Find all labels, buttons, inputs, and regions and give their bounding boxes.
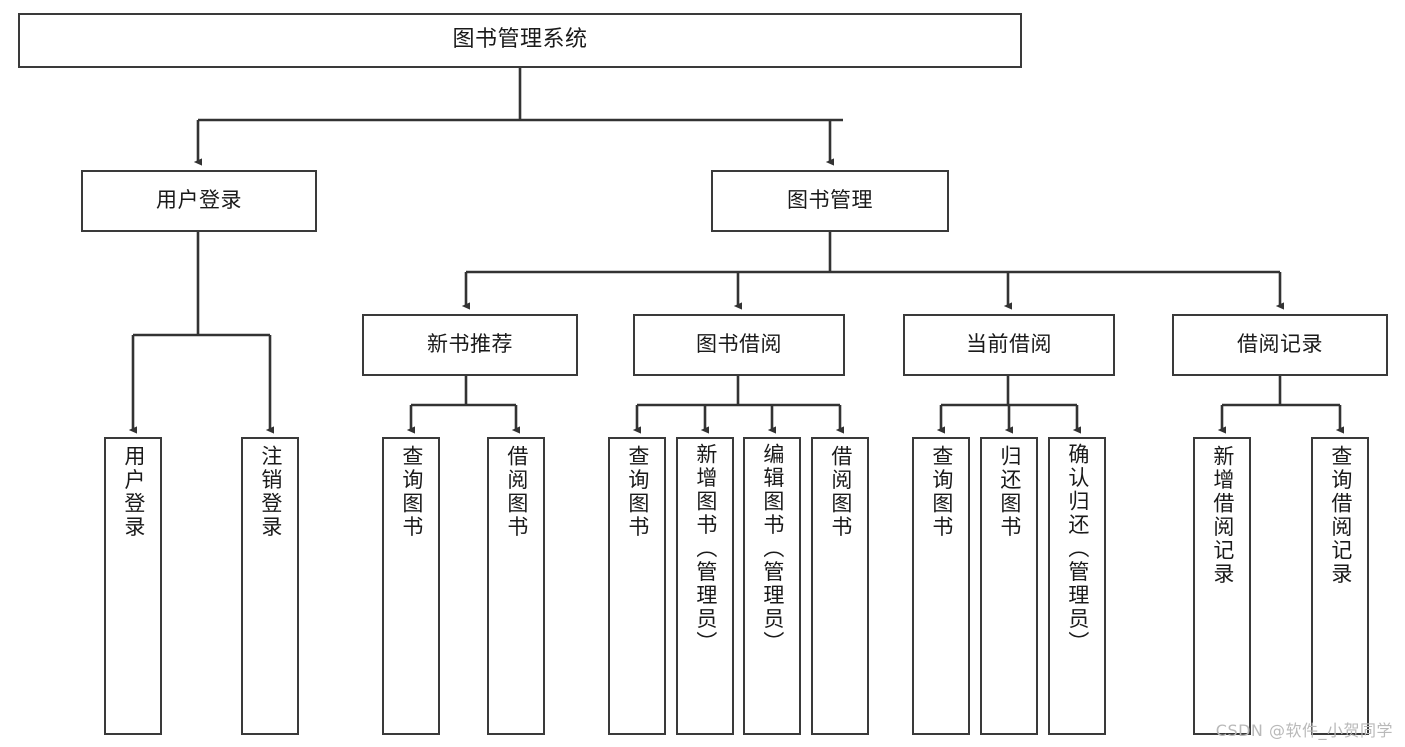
leaf-user-login[interactable]: 用户登录 (104, 437, 162, 735)
leaf-cb-return-book-label: 归还图书 (997, 445, 1022, 539)
leaf-bb-add-book-admin-label: 新增图书（管理员） (693, 443, 718, 655)
leaf-br-query-record[interactable]: 查询借阅记录 (1311, 437, 1369, 735)
node-new-book-recommend[interactable]: 新书推荐 (362, 314, 578, 376)
leaf-logout[interactable]: 注销登录 (241, 437, 299, 735)
node-borrow-records[interactable]: 借阅记录 (1172, 314, 1388, 376)
node-borrow-records-label: 借阅记录 (1237, 332, 1323, 357)
leaf-br-add-record-label: 新增借阅记录 (1210, 445, 1235, 586)
leaf-nb-borrow-book[interactable]: 借阅图书 (487, 437, 545, 735)
node-book-management-label: 图书管理 (787, 188, 873, 213)
leaf-nb-query-book[interactable]: 查询图书 (382, 437, 440, 735)
leaf-user-login-label: 用户登录 (121, 445, 146, 539)
node-root[interactable]: 图书管理系统 (18, 13, 1022, 68)
leaf-bb-query-book-label: 查询图书 (625, 445, 650, 539)
leaf-bb-edit-book-admin[interactable]: 编辑图书（管理员） (743, 437, 801, 735)
leaf-cb-query-book-label: 查询图书 (929, 445, 954, 539)
leaf-bb-add-book-admin[interactable]: 新增图书（管理员） (676, 437, 734, 735)
leaf-bb-edit-book-admin-label: 编辑图书（管理员） (760, 443, 785, 655)
leaf-bb-borrow-book[interactable]: 借阅图书 (811, 437, 869, 735)
leaf-nb-query-book-label: 查询图书 (399, 445, 424, 539)
node-root-label: 图书管理系统 (452, 27, 588, 53)
leaf-nb-borrow-book-label: 借阅图书 (504, 445, 529, 539)
node-current-borrow[interactable]: 当前借阅 (903, 314, 1115, 376)
node-user-login-label: 用户登录 (156, 188, 242, 213)
node-user-login[interactable]: 用户登录 (81, 170, 317, 232)
node-book-borrow-label: 图书借阅 (696, 332, 782, 357)
node-current-borrow-label: 当前借阅 (966, 332, 1052, 357)
leaf-cb-confirm-return-admin[interactable]: 确认归还（管理员） (1048, 437, 1106, 735)
leaf-bb-borrow-book-label: 借阅图书 (828, 445, 853, 539)
leaf-cb-query-book[interactable]: 查询图书 (912, 437, 970, 735)
leaf-bb-query-book[interactable]: 查询图书 (608, 437, 666, 735)
leaf-cb-confirm-return-admin-label: 确认归还（管理员） (1065, 443, 1090, 655)
node-book-management[interactable]: 图书管理 (711, 170, 949, 232)
node-book-borrow[interactable]: 图书借阅 (633, 314, 845, 376)
leaf-logout-label: 注销登录 (258, 445, 283, 539)
leaf-cb-return-book[interactable]: 归还图书 (980, 437, 1038, 735)
leaf-br-query-record-label: 查询借阅记录 (1328, 445, 1353, 586)
leaf-br-add-record[interactable]: 新增借阅记录 (1193, 437, 1251, 735)
node-new-book-recommend-label: 新书推荐 (427, 332, 513, 357)
